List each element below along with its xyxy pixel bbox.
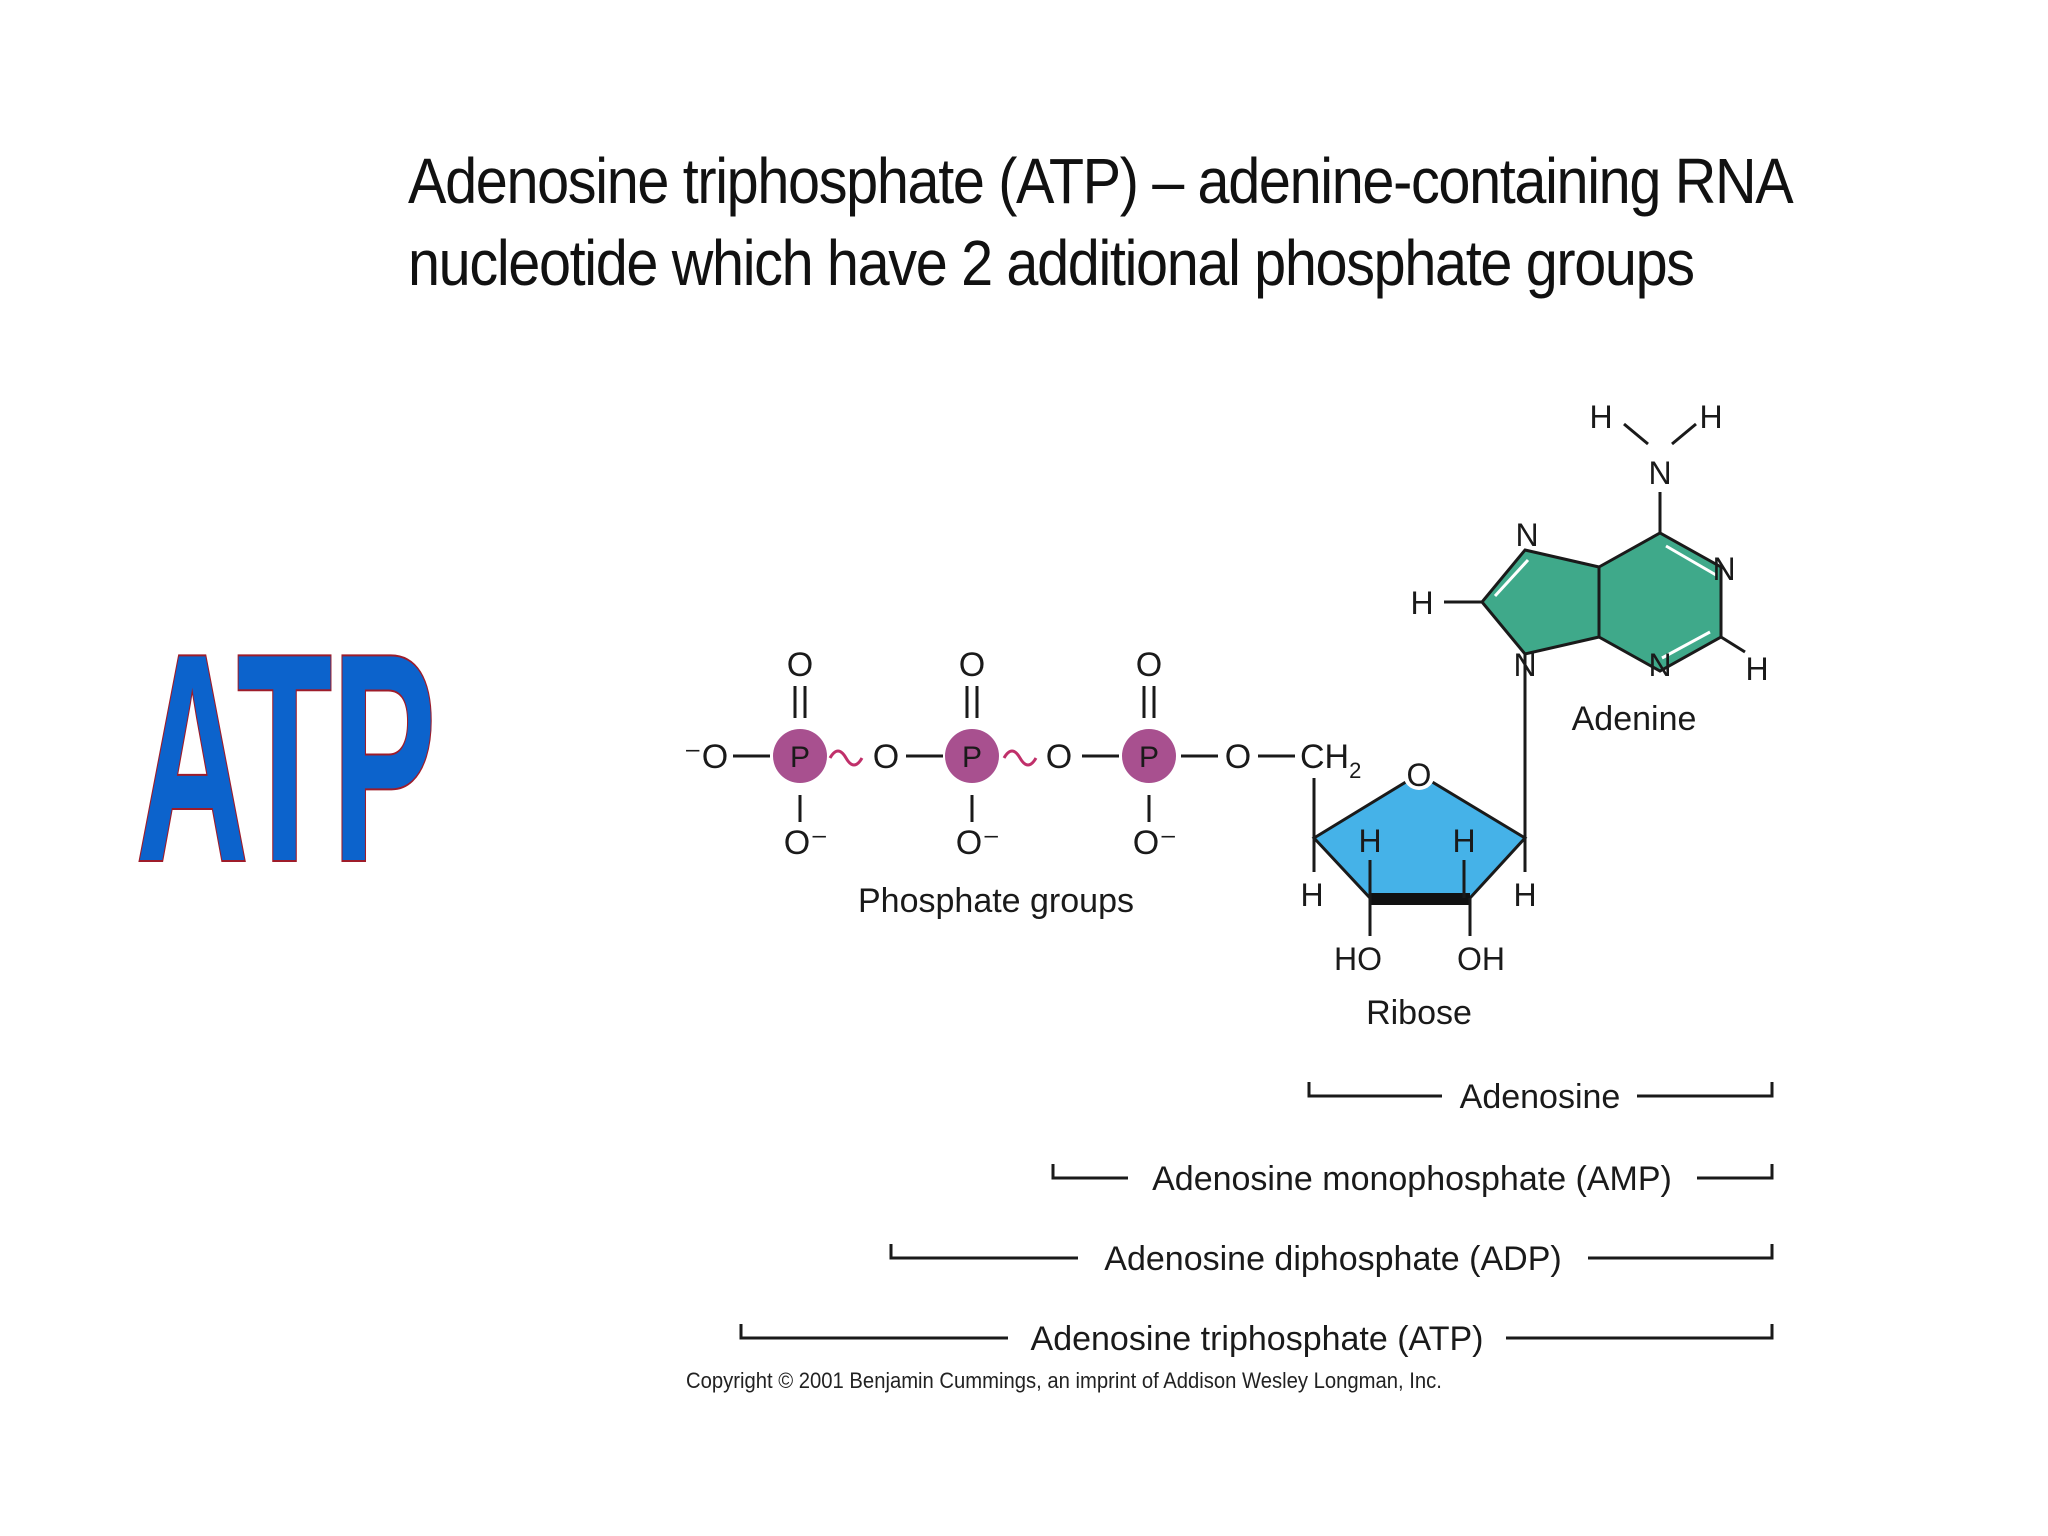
neg-oxygen-3: O⁻ (1133, 824, 1177, 862)
adenine-h-amino-1: H (1589, 399, 1612, 435)
adenine-n1: N (1712, 551, 1735, 587)
ribose-h-2: H (1452, 823, 1475, 859)
double-oxygen-3: O (1136, 646, 1162, 684)
double-oxygen-2: O (959, 646, 985, 684)
phosphorus-2: P (962, 741, 982, 774)
adp-bracket-right (1588, 1244, 1774, 1260)
ribose-h-3: H (1300, 877, 1323, 913)
ribose-ring-oxygen: O (1407, 757, 1432, 793)
atp-logo: ATP (134, 626, 438, 876)
ribose-ring (1311, 772, 1528, 900)
phosphorus-1: P (790, 741, 810, 774)
bridge-oxygen-2: O (1046, 738, 1072, 776)
high-energy-bond-2 (1002, 749, 1038, 767)
ch2-group: CH2 (1300, 738, 1361, 783)
phosphate-circle-3 (1122, 729, 1176, 783)
adenine-h2: H (1745, 651, 1768, 687)
slide-title: Adenosine triphosphate (ATP) – adenine-c… (408, 140, 1812, 304)
neg-oxygen-1: O⁻ (784, 824, 828, 862)
ribose-h-4: H (1513, 877, 1536, 913)
copyright-notice: Copyright © 2001 Benjamin Cummings, an i… (686, 1368, 1442, 1393)
slide-title-line-2: nucleotide which have 2 additional phosp… (408, 227, 1695, 299)
terminal-oxygen: ⁻O (684, 738, 728, 776)
adenine-h-amino-2: H (1699, 399, 1722, 435)
adenine-h8: H (1410, 585, 1433, 621)
adp-label: Adenosine diphosphate (ADP) (1104, 1240, 1561, 1278)
high-energy-bond-1 (828, 749, 864, 767)
neg-oxygen-2: O⁻ (956, 824, 1000, 862)
slide-title-line-1: Adenosine triphosphate (ATP) – adenine-c… (408, 145, 1794, 217)
atp-bracket-left (739, 1324, 1008, 1340)
phosphorus-3: P (1139, 741, 1159, 774)
atp-logo-text: ATP (136, 626, 436, 876)
adenosine-bracket-right (1637, 1082, 1774, 1098)
ribose-oh: OH (1457, 941, 1505, 977)
adenine-imidazole-ring (1480, 548, 1601, 656)
adenine-n7: N (1515, 517, 1538, 553)
phosphate-chain (733, 686, 1295, 822)
phosphate-groups-label: Phosphate groups (858, 882, 1134, 920)
adenosine-label: Adenosine (1460, 1078, 1621, 1116)
adenine-n3: N (1648, 647, 1671, 683)
adenine-label: Adenine (1572, 700, 1697, 738)
ribose-h-1: H (1358, 823, 1381, 859)
amp-label: Adenosine monophosphate (AMP) (1152, 1160, 1672, 1198)
bridge-oxygen-1: O (873, 738, 899, 776)
phosphate-circle-2 (945, 729, 999, 783)
adenine-n9: N (1513, 647, 1536, 683)
ribose-label: Ribose (1366, 994, 1472, 1032)
amp-bracket-right (1697, 1164, 1774, 1180)
double-oxygen-1: O (787, 646, 813, 684)
adenine-n-amino: N (1648, 455, 1671, 491)
phosphate-circle-1 (773, 729, 827, 783)
bridge-oxygen-3: O (1225, 738, 1251, 776)
adenosine-bracket-left (1307, 1082, 1442, 1098)
ribose-ho: HO (1334, 941, 1382, 977)
atp-bracket-right (1506, 1324, 1774, 1340)
atp-label: Adenosine triphosphate (ATP) (1031, 1320, 1484, 1358)
amp-bracket-left (1051, 1164, 1128, 1180)
adp-bracket-left (889, 1244, 1078, 1260)
